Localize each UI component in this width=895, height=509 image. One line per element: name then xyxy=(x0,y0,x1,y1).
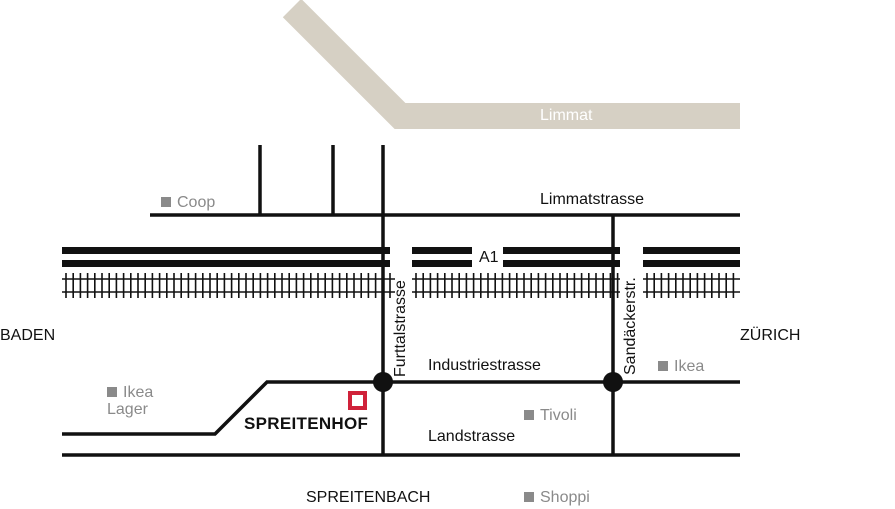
junction-sandaecker xyxy=(603,372,623,392)
poi-shoppi: Shoppi xyxy=(524,489,590,506)
spreitenhof-marker-icon xyxy=(348,391,367,410)
label-baden: BADEN xyxy=(0,327,56,344)
label-a1: A1 xyxy=(479,249,499,266)
poi-square-icon xyxy=(658,361,668,371)
label-furttalstrasse: Furttalstrasse xyxy=(392,280,409,377)
label-zuerich: ZÜRICH xyxy=(740,327,801,344)
poi-coop: Coop xyxy=(161,194,215,211)
poi-ikea: Ikea xyxy=(658,358,704,375)
poi-ikea-lager: Ikea Lager xyxy=(107,384,167,418)
label-industriestrasse: Industriestrasse xyxy=(428,357,541,374)
railway xyxy=(62,273,740,298)
poi-label: Shoppi xyxy=(540,489,590,506)
poi-label: Ikea xyxy=(674,358,705,375)
poi-square-icon xyxy=(524,410,534,420)
label-landstrasse: Landstrasse xyxy=(428,428,516,445)
poi-square-icon xyxy=(161,197,171,207)
poi-label: Ikea Lager xyxy=(107,384,154,418)
roads xyxy=(62,145,740,457)
label-limmatstrasse: Limmatstrasse xyxy=(540,191,645,208)
poi-tivoli: Tivoli xyxy=(524,407,577,424)
river-label: Limmat xyxy=(540,107,593,124)
poi-square-icon xyxy=(524,492,534,502)
destination-label: SPREITENHOF xyxy=(244,414,369,433)
highway-a1 xyxy=(62,247,740,267)
limmat-river xyxy=(282,0,740,129)
poi-square-icon xyxy=(107,387,117,397)
label-spreitenbach: SPREITENBACH xyxy=(306,489,431,506)
road-lager-branch xyxy=(62,380,383,436)
label-sandaeckerstr: Sandäckerstr. xyxy=(622,277,639,375)
poi-label: Tivoli xyxy=(540,407,577,424)
poi-label: Coop xyxy=(177,194,216,211)
junction-furttal xyxy=(373,372,393,392)
